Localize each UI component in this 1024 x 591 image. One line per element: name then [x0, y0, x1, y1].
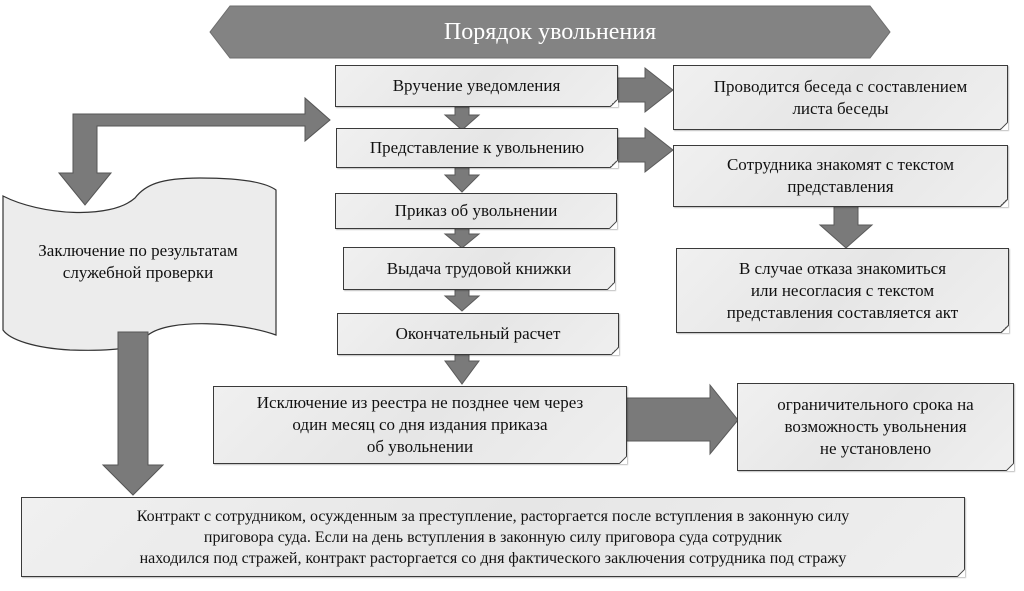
step-notice: Вручение уведомления: [335, 65, 618, 107]
note-text: В случае отказа знакомиться или несоглас…: [726, 258, 959, 322]
step-label: Вручение уведомления: [392, 76, 561, 95]
note-text: ограничительного срока на возможность ув…: [777, 395, 974, 458]
note-text: Сотрудника знакомят с текстом представле…: [726, 155, 955, 196]
right-arrow-icon: [614, 383, 739, 456]
step-final-payment: Окончательный расчет: [337, 313, 619, 355]
loop-arrow-icon: [57, 96, 331, 206]
down-arrow-icon: [443, 164, 481, 193]
note-acquaint: Сотрудника знакомят с текстом представле…: [673, 145, 1008, 207]
step-order: Приказ об увольнении: [335, 193, 617, 229]
step-label: Представление к увольнению: [369, 138, 585, 157]
contract-note: Контракт с сотрудником, осужденным за пр…: [21, 497, 965, 577]
step-label: Приказ об увольнении: [394, 201, 558, 220]
note-no-limit: ограничительного срока на возможность ув…: [737, 383, 1014, 471]
step-label: Исключение из реестра не позднее чем чер…: [256, 393, 584, 456]
note-conversation: Проводится беседа с составлением листа б…: [673, 65, 1008, 130]
down-arrow-icon: [443, 106, 481, 131]
page-title: Порядок увольнения: [443, 18, 657, 45]
inspection-document-label: Заключение по результатам служебной пров…: [38, 241, 238, 282]
side-arrows: [614, 66, 739, 456]
down-arrow-icon: [444, 349, 480, 385]
step-workbook: Выдача трудовой книжки: [343, 247, 615, 290]
step-submission: Представление к увольнению: [336, 128, 618, 168]
down-arrow-icon: [443, 287, 481, 312]
inspection-document-shape: [2, 177, 277, 351]
title-banner: [209, 5, 891, 59]
right-arrow-icon: [615, 66, 674, 114]
note-text: Проводится беседа с составлением листа б…: [713, 76, 968, 118]
step-label: Окончательный расчет: [395, 324, 561, 343]
contract-note-text: Контракт с сотрудником, осужденным за пр…: [136, 507, 850, 567]
step-label: Выдача трудовой книжки: [386, 258, 572, 278]
document-down-arrow-icon: [101, 331, 165, 496]
step-registry-exclusion: Исключение из реестра не позднее чем чер…: [213, 386, 627, 464]
note-down-arrow-icon: [818, 205, 874, 249]
note-refusal: В случае отказа знакомиться или несоглас…: [676, 248, 1009, 333]
right-arrow-icon: [615, 126, 674, 174]
